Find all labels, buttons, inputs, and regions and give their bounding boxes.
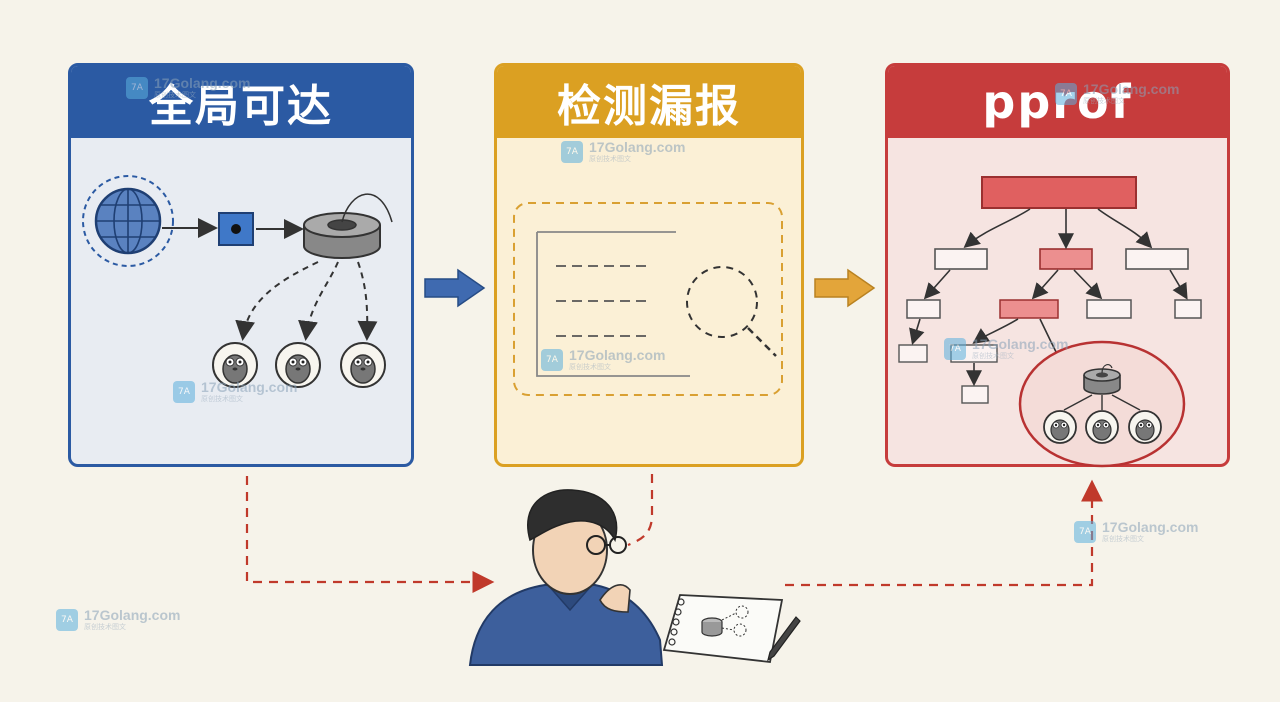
spool-to-gophers-edges xyxy=(235,261,378,341)
globe-icon xyxy=(82,175,174,267)
arrow-panel2-to-panel3 xyxy=(814,268,876,308)
dashed-frame xyxy=(513,202,783,396)
gopher-icon xyxy=(1128,410,1162,444)
gopher-icon xyxy=(275,342,321,388)
gopher-icon xyxy=(1043,410,1077,444)
call-tree-icon xyxy=(898,176,1202,404)
magnifier-icon xyxy=(686,266,777,357)
spool-icon xyxy=(1083,363,1121,395)
arrow-panel1-to-panel2 xyxy=(424,268,486,308)
pen-icon xyxy=(767,616,801,662)
person-icon xyxy=(468,489,664,666)
notebook-icon xyxy=(662,594,784,663)
code-window xyxy=(536,231,690,377)
gopher-icon xyxy=(212,342,258,388)
panel-title-detection-miss: 检测漏报 xyxy=(497,66,801,138)
panel-detection-miss: 检测漏报 xyxy=(494,63,804,467)
gopher-icon xyxy=(1085,410,1119,444)
bottom-flow xyxy=(245,474,1103,593)
channel-node-icon xyxy=(218,212,254,246)
spool-icon xyxy=(303,193,393,259)
spool-edges xyxy=(1063,394,1141,411)
gopher-icon xyxy=(340,342,386,388)
